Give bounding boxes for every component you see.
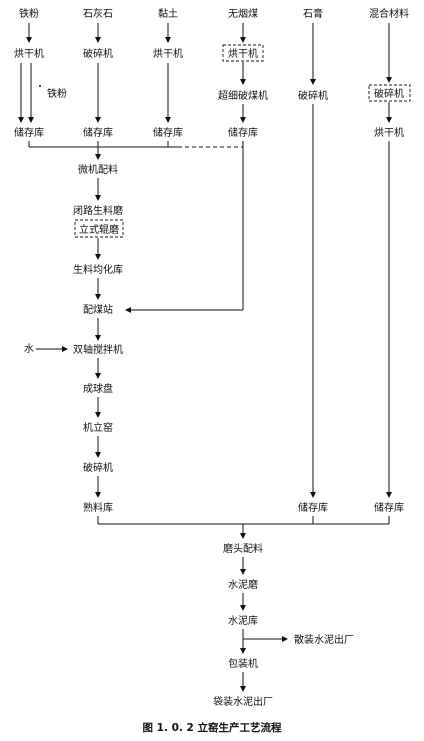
- material-limestone: 石灰石: [83, 7, 113, 20]
- node-raw-mill: 闭路生料磨: [73, 204, 123, 217]
- dot-mark: [39, 85, 41, 87]
- box-vertical-mill: [74, 219, 124, 238]
- figure-caption: 图 1. 0. 2 立窑生产工艺流程: [142, 721, 282, 734]
- arrows-row1: [26, 23, 392, 85]
- node-iron-dryer: 烘干机: [14, 47, 44, 60]
- node-clay-dryer: 烘干机: [153, 47, 183, 60]
- coal-route: [125, 141, 244, 313]
- node-mixed-store: 储存库: [374, 501, 404, 514]
- node-batching: 微机配料: [78, 163, 118, 176]
- node-mixer: 双轴搅拌机: [73, 343, 123, 356]
- node-gypsum-store: 储存库: [298, 501, 328, 514]
- material-iron: 铁粉: [19, 7, 39, 20]
- node-pelletizer: 成球盘: [83, 382, 113, 395]
- node-water: 水: [24, 343, 34, 355]
- box-coal-dryer: [222, 44, 264, 62]
- node-vertical-mill: 立式辊磨: [79, 223, 119, 236]
- node-lime-crusher: 破碎机: [83, 47, 113, 60]
- node-clinker-store: 熟料库: [83, 501, 113, 514]
- node-clinker-crusher: 破碎机: [83, 461, 113, 474]
- node-iron-side: 铁粉: [47, 87, 67, 100]
- material-gypsum: 石膏: [303, 7, 323, 20]
- node-mixed-crusher: 破碎机: [374, 87, 404, 100]
- material-mixed: 混合材料: [369, 7, 409, 20]
- node-cement-mill: 水泥磨: [228, 578, 258, 591]
- node-kiln: 机立窑: [83, 421, 113, 434]
- arrows-row2: [18, 63, 246, 123]
- node-store-coal: 储存库: [228, 126, 258, 139]
- node-coal-dryer: 烘干机: [228, 47, 258, 60]
- collector-raw: [28, 141, 178, 160]
- node-mixed-dryer: 烘干机: [374, 126, 404, 139]
- node-bag-out: 袋装水泥出厂: [213, 695, 273, 708]
- node-store-iron: 储存库: [14, 126, 44, 139]
- node-cement-store: 水泥库: [228, 614, 258, 627]
- node-gypsum-crusher: 破碎机: [298, 89, 328, 102]
- node-store-clay: 储存库: [153, 126, 183, 139]
- node-coal-station: 配煤站: [83, 303, 113, 316]
- node-homogenize: 生料均化库: [73, 263, 123, 276]
- material-coal: 无烟煤: [228, 7, 258, 20]
- collector-final: [97, 516, 390, 539]
- node-bulk-out: 散装水泥出厂: [294, 633, 354, 646]
- node-packer: 包装机: [228, 657, 258, 670]
- node-store-lime: 储存库: [83, 126, 113, 139]
- box-mixed-crusher: [368, 84, 411, 102]
- side-routes: [310, 104, 392, 498]
- node-grind-batch: 磨头配料: [223, 542, 263, 555]
- node-coal-mill: 超细破煤机: [218, 89, 268, 102]
- material-clay: 黏土: [158, 7, 178, 20]
